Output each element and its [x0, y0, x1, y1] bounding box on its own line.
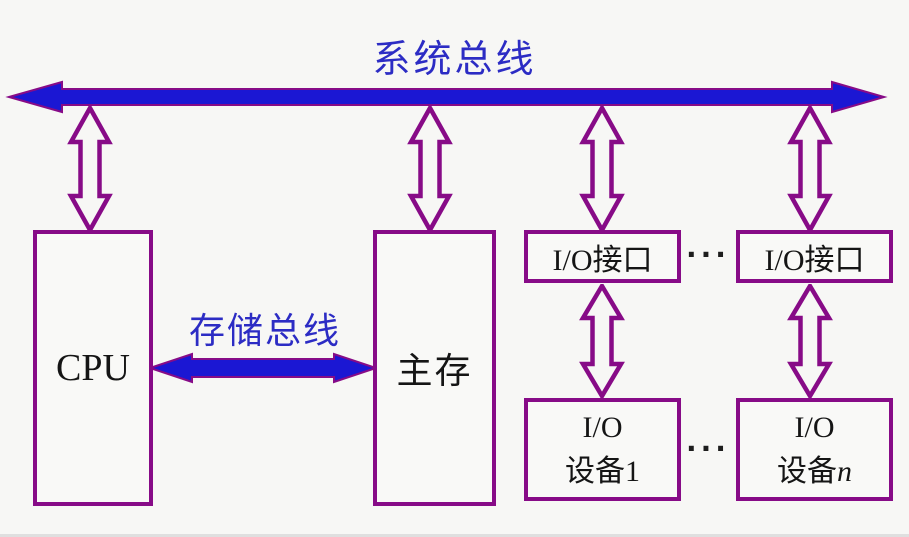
io-interface-2-bus-connector-arrow-icon [787, 106, 833, 232]
system-bus-arrow-icon [5, 80, 888, 114]
io-device-n-variable: n [837, 454, 852, 488]
io-device-1-number: 1 [625, 454, 640, 488]
io-device-n-box: I/O 设备n [736, 398, 893, 501]
io-device-n-line1: I/O [794, 411, 835, 444]
memory-bus-label: 存储总线 [188, 311, 341, 351]
io-interface-ellipsis: ··· [686, 238, 730, 271]
io-interface-2-device-connector-arrow-icon [787, 284, 833, 398]
main-memory-label: 主存 [396, 351, 473, 391]
cpu-box: CPU [33, 230, 153, 506]
io-interface-2-label: I/O接口 [764, 243, 865, 277]
memory-bus-arrow-icon [148, 352, 378, 384]
cpu-bus-connector-arrow-icon [67, 106, 113, 232]
io-device-ellipsis: ··· [686, 432, 730, 465]
io-device-1-line1: I/O [582, 411, 623, 444]
io-interface-1-bus-connector-arrow-icon [579, 106, 625, 232]
cpu-label: CPU [56, 347, 130, 389]
io-device-1-line2: 设备1 [565, 454, 640, 488]
screenshot-bottom-edge [0, 534, 909, 537]
system-bus-title: 系统总线 [372, 39, 537, 81]
io-interface-1-label: I/O接口 [552, 243, 653, 277]
io-interface-1-box: I/O接口 [524, 230, 681, 283]
io-interface-1-device-connector-arrow-icon [579, 284, 625, 398]
io-device-1-box: I/O 设备1 [524, 398, 681, 501]
main-memory-box: 主存 [373, 230, 496, 506]
main-memory-bus-connector-arrow-icon [407, 106, 453, 232]
io-device-n-line2: 设备n [777, 454, 852, 488]
io-interface-2-box: I/O接口 [736, 230, 893, 283]
